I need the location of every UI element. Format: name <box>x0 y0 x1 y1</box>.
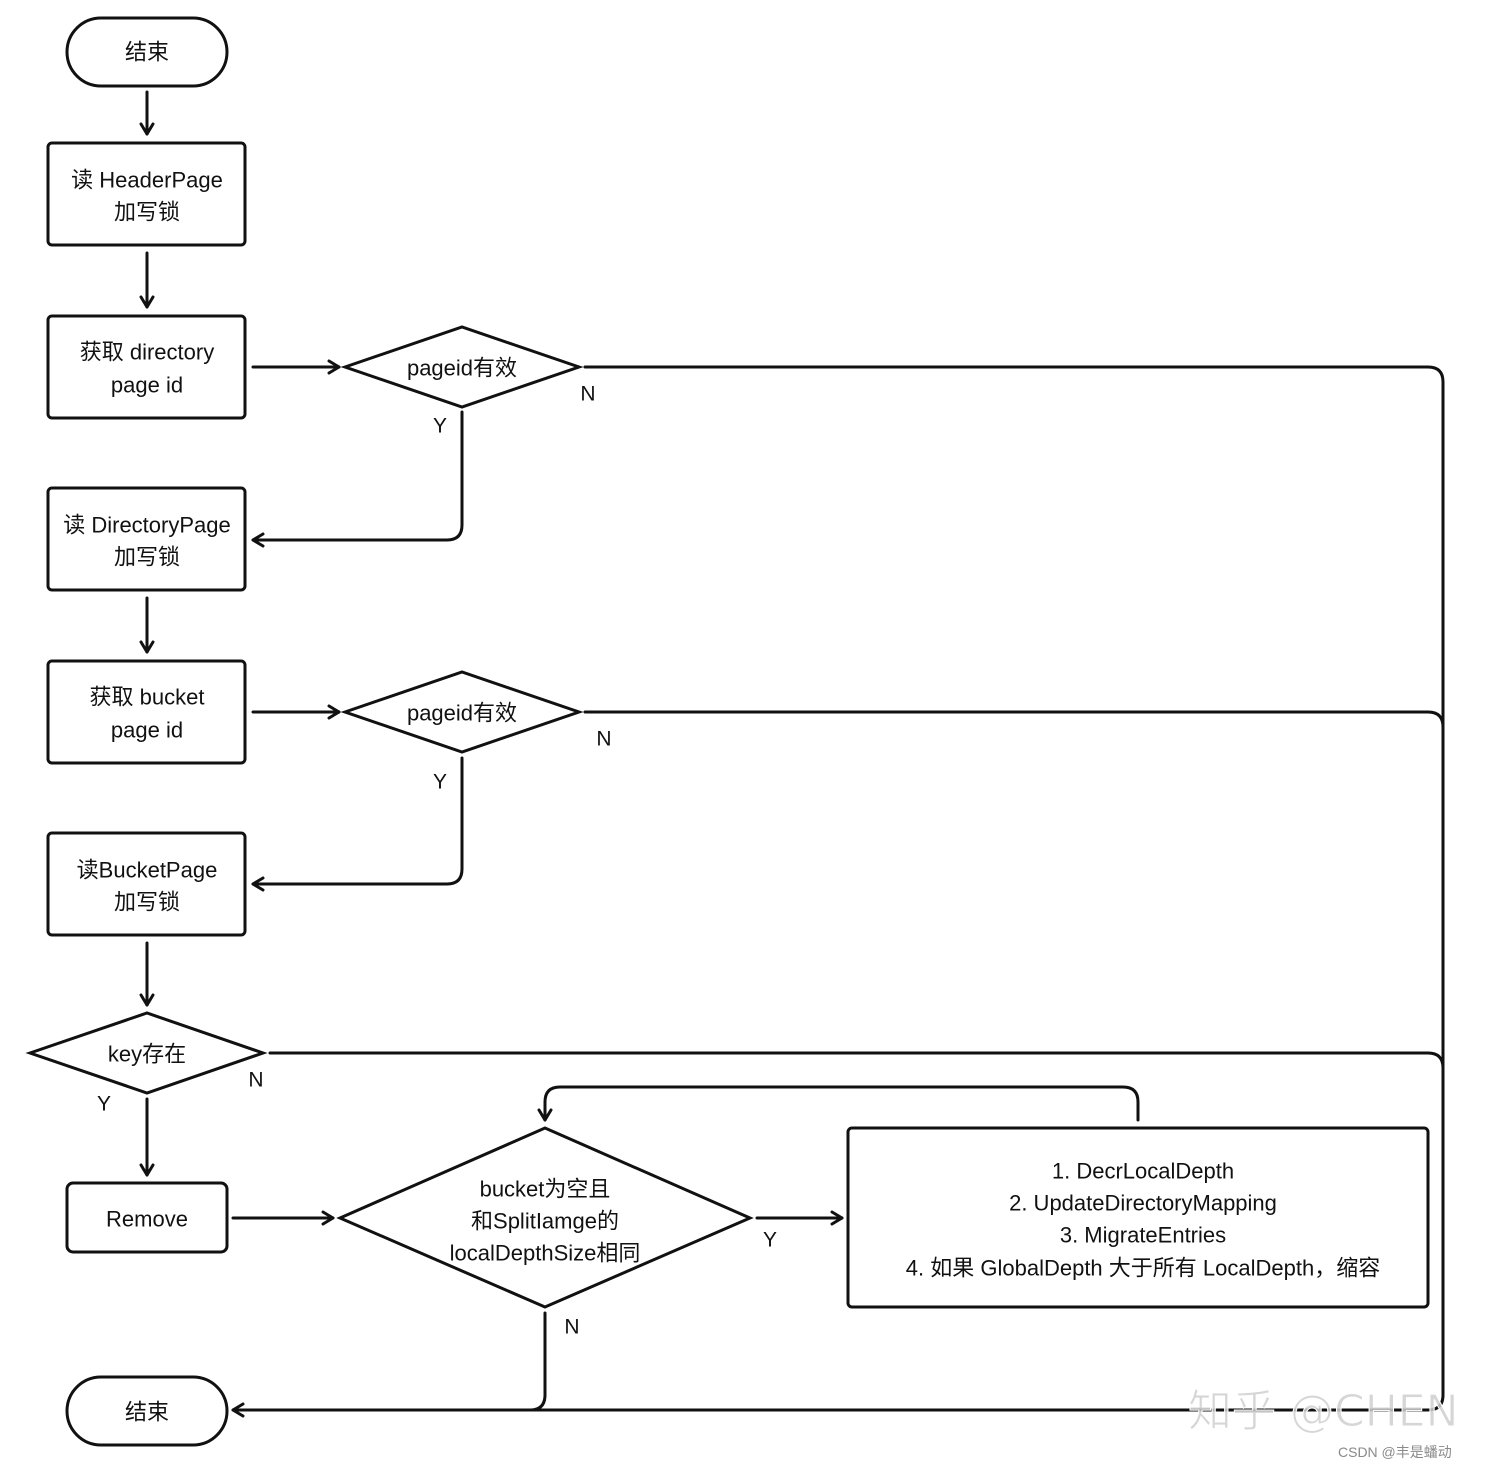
bucket-valid-no-label: N <box>596 728 611 751</box>
edge-key-missing-to-right-rail <box>268 1051 1445 1070</box>
get-bucket-page-id-line-1: 获取 bucket <box>90 685 205 710</box>
bucket-pageid-valid-label: pageid有效 <box>407 701 517 726</box>
merge-step-2: 2. UpdateDirectoryMapping <box>1009 1191 1277 1216</box>
key-exists-no-label: N <box>248 1069 263 1092</box>
bucket-pageid-valid-decision: pageid有效 <box>340 670 584 754</box>
read-header-page-line-2: 加写锁 <box>114 200 180 225</box>
edge-directory-valid-to-read-directory <box>251 410 464 548</box>
merge-step-1: 1. DecrLocalDepth <box>1052 1159 1234 1184</box>
end-terminal-label: 结束 <box>125 1400 169 1425</box>
remove-label: Remove <box>106 1207 188 1232</box>
remove-box: Remove <box>65 1181 229 1254</box>
merge-step-4: 4. 如果 GlobalDepth 大于所有 LocalDepth，缩容 <box>906 1256 1380 1281</box>
csdn-watermark: CSDN @丰是蟠动 <box>1338 1444 1452 1460</box>
start-terminal: 结束 <box>65 16 229 88</box>
get-directory-page-id-line-1: 获取 directory <box>80 340 214 365</box>
merge-yes-label: Y <box>763 1229 777 1252</box>
edge-steps-loop-back-to-merge-check <box>537 1085 1140 1122</box>
directory-valid-no-label: N <box>580 383 595 406</box>
edge-merge-no-to-end <box>528 1311 547 1412</box>
merge-condition-line-3: localDepthSize相同 <box>450 1241 641 1266</box>
merge-steps-box: 1. DecrLocalDepth 2. UpdateDirectoryMapp… <box>846 1126 1430 1309</box>
get-directory-page-id-line-2: page id <box>111 373 183 398</box>
directory-pageid-valid-label: pageid有效 <box>407 356 517 381</box>
get-bucket-page-id-box: 获取 bucket page id <box>46 659 247 765</box>
edge-bucket-valid-to-read-bucket <box>251 756 464 892</box>
read-directory-page-line-2: 加写锁 <box>114 545 180 570</box>
read-bucket-page-line-1: 读BucketPage <box>77 858 218 883</box>
bucket-valid-yes-label: Y <box>433 771 447 794</box>
directory-pageid-valid-decision: pageid有效 <box>340 325 584 409</box>
edge-directory-invalid-to-end <box>231 365 1445 1418</box>
read-header-page-line-1: 读 HeaderPage <box>71 168 223 193</box>
merge-step-3: 3. MigrateEntries <box>1060 1223 1226 1248</box>
read-directory-page-box: 读 DirectoryPage 加写锁 <box>46 486 247 592</box>
get-directory-page-id-box: 获取 directory page id <box>46 314 247 420</box>
key-exists-decision: key存在 <box>25 1011 268 1095</box>
read-directory-page-line-1: 读 DirectoryPage <box>63 513 231 538</box>
read-header-page-box: 读 HeaderPage 加写锁 <box>46 141 247 247</box>
merge-condition-decision: bucket为空且 和SplitIamge的 localDepthSize相同 <box>336 1126 754 1309</box>
edge-bucket-invalid-to-right-rail <box>583 710 1445 729</box>
start-terminal-label: 结束 <box>125 40 169 65</box>
get-bucket-page-id-line-2: page id <box>111 718 183 743</box>
key-exists-label: key存在 <box>108 1042 186 1067</box>
merge-condition-line-2: 和SplitIamge的 <box>471 1209 619 1234</box>
end-terminal: 结束 <box>65 1375 229 1447</box>
merge-condition-line-1: bucket为空且 <box>480 1177 611 1202</box>
merge-no-label: N <box>564 1316 579 1339</box>
read-bucket-page-line-2: 加写锁 <box>114 890 180 915</box>
directory-valid-yes-label: Y <box>433 415 447 438</box>
zhihu-watermark: 知乎 @CHEN <box>1188 1386 1459 1437</box>
key-exists-yes-label: Y <box>97 1093 111 1116</box>
read-bucket-page-box: 读BucketPage 加写锁 <box>46 831 247 937</box>
